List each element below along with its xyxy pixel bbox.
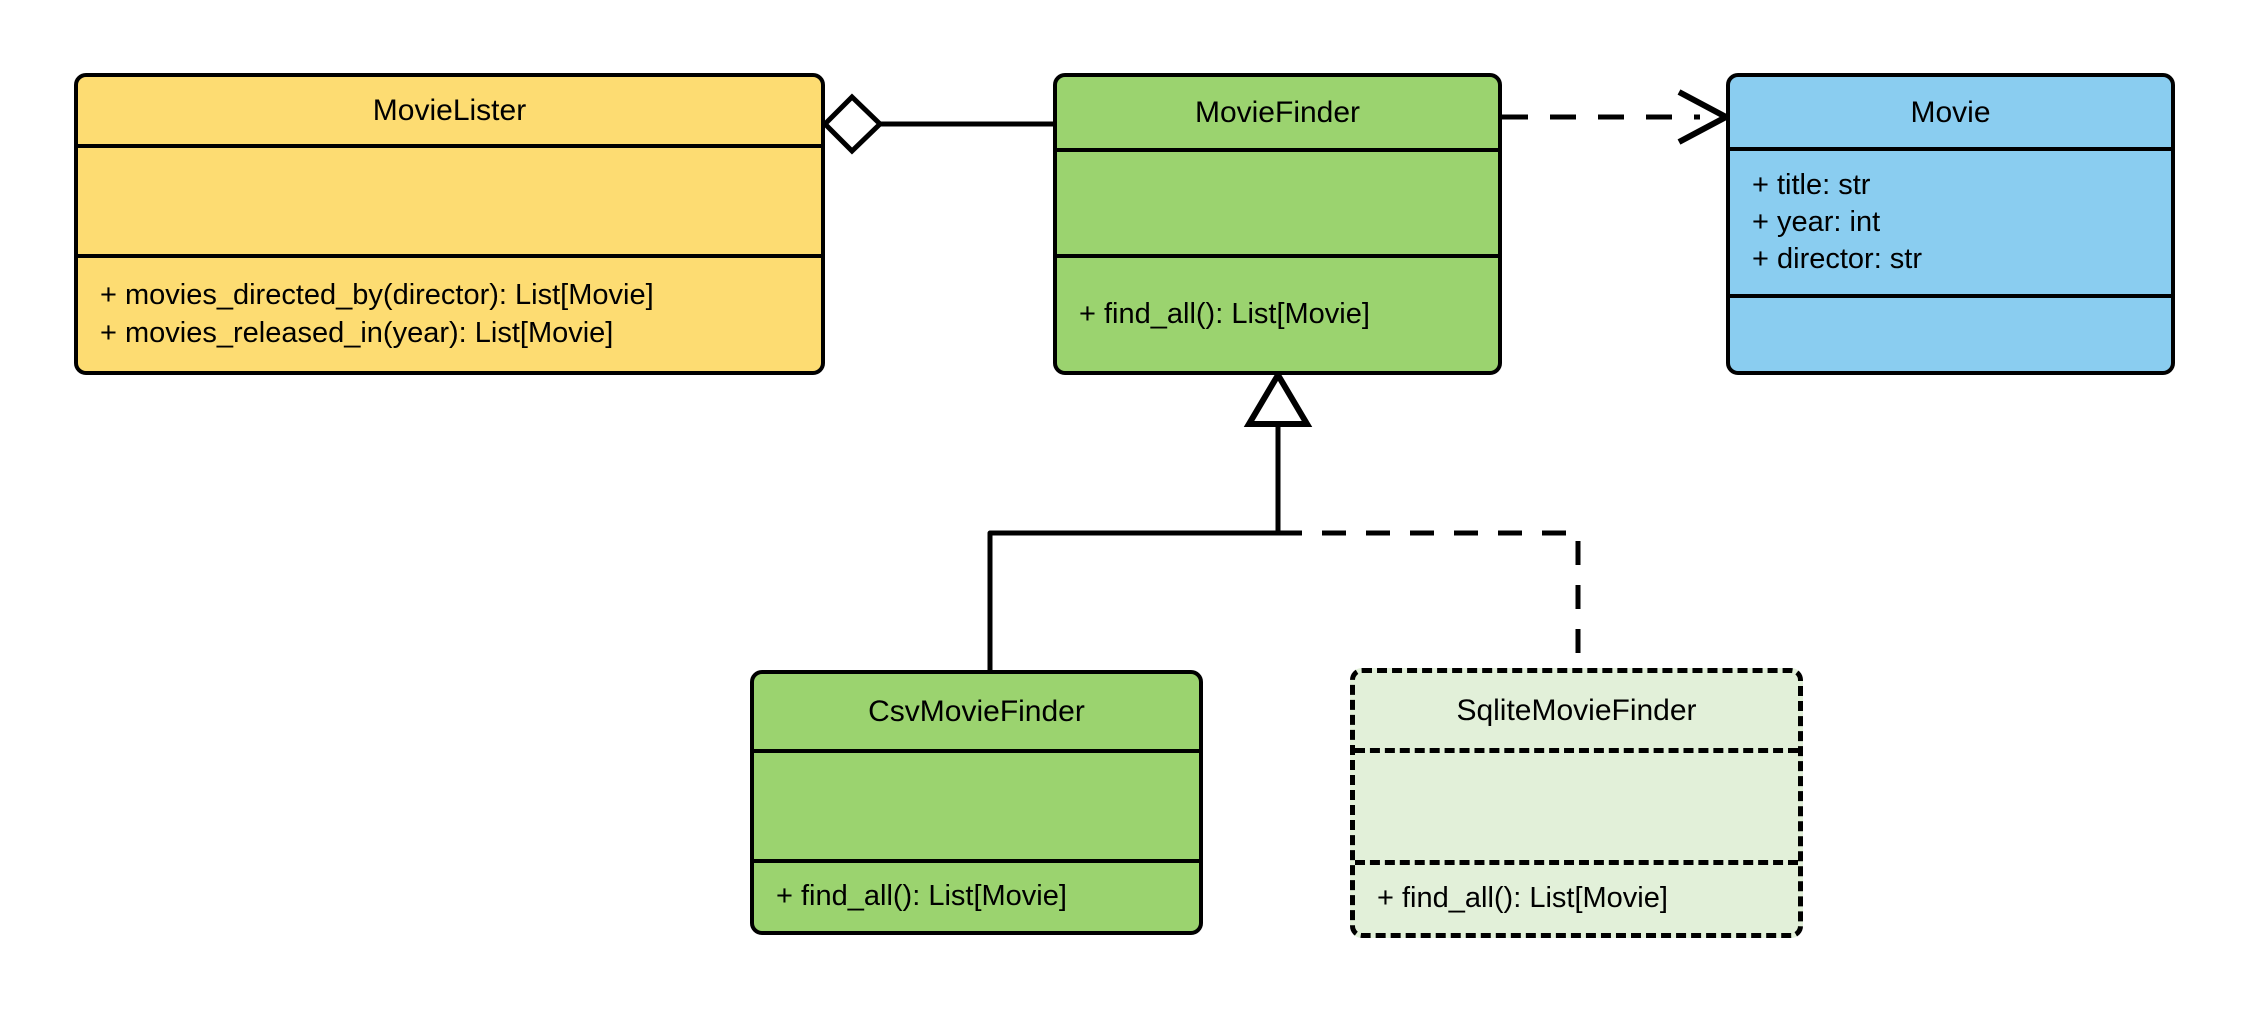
generalization-branch-sqlite bbox=[1278, 530, 1581, 668]
class-name-label: MovieLister bbox=[372, 94, 527, 127]
class-name-label: CsvMovieFinder bbox=[868, 695, 1085, 728]
open-arrow-marker bbox=[1677, 89, 1733, 145]
class-methods-compartment: + movies_directed_by(director): List[Mov… bbox=[78, 254, 821, 371]
uml-class-csv-movie-finder[interactable]: CsvMovieFinder + find_all(): List[Movie] bbox=[750, 670, 1203, 935]
class-methods-compartment bbox=[1730, 294, 2171, 371]
method-item: + find_all(): List[Movie] bbox=[776, 880, 1067, 913]
uml-class-movie-finder[interactable]: MovieFinder + find_all(): List[Movie] bbox=[1053, 73, 1502, 375]
class-attributes-compartment: + title: str + year: int + director: str bbox=[1730, 147, 2171, 294]
dependency-edge-finder-movie bbox=[1502, 89, 1733, 145]
generalization-edge-group bbox=[987, 369, 1581, 670]
uml-class-movie[interactable]: Movie + title: str + year: int + directo… bbox=[1726, 73, 2175, 375]
class-title-compartment: CsvMovieFinder bbox=[754, 674, 1199, 749]
method-item: + find_all(): List[Movie] bbox=[1377, 882, 1668, 915]
methods-list: + find_all(): List[Movie] bbox=[1057, 258, 1498, 371]
hollow-diamond-marker bbox=[821, 93, 884, 155]
class-methods-compartment: + find_all(): List[Movie] bbox=[754, 859, 1199, 931]
class-methods-compartment: + find_all(): List[Movie] bbox=[1057, 254, 1498, 371]
hollow-triangle-marker bbox=[1243, 369, 1313, 427]
methods-list: + movies_directed_by(director): List[Mov… bbox=[78, 258, 821, 371]
uml-class-sqlite-movie-finder[interactable]: SqliteMovieFinder + find_all(): List[Mov… bbox=[1350, 668, 1803, 938]
aggregation-edge-lister-finder bbox=[821, 93, 1053, 155]
methods-list: + find_all(): List[Movie] bbox=[1355, 865, 1798, 933]
class-name-label: MovieFinder bbox=[1194, 96, 1361, 129]
attribute-item: + director: str bbox=[1752, 243, 1923, 276]
class-title-compartment: MovieFinder bbox=[1057, 77, 1498, 148]
class-name-label: SqliteMovieFinder bbox=[1456, 694, 1697, 727]
class-attributes-compartment bbox=[78, 144, 821, 254]
class-title-compartment: SqliteMovieFinder bbox=[1355, 673, 1798, 748]
class-title-compartment: Movie bbox=[1730, 77, 2171, 147]
uml-class-movie-lister[interactable]: MovieLister + movies_directed_by(directo… bbox=[74, 73, 825, 375]
class-methods-compartment: + find_all(): List[Movie] bbox=[1355, 860, 1798, 933]
attribute-item: + title: str bbox=[1752, 168, 1871, 201]
method-item: + movies_directed_by(director): List[Mov… bbox=[100, 279, 654, 312]
class-attributes-compartment bbox=[1057, 148, 1498, 254]
generalization-branch-csv bbox=[987, 530, 1278, 670]
method-item: + movies_released_in(year): List[Movie] bbox=[100, 316, 614, 349]
attributes-list: + title: str + year: int + director: str bbox=[1730, 151, 2171, 294]
method-item: + find_all(): List[Movie] bbox=[1079, 297, 1370, 330]
attribute-item: + year: int bbox=[1752, 205, 1881, 238]
class-attributes-compartment bbox=[754, 749, 1199, 859]
class-title-compartment: MovieLister bbox=[78, 77, 821, 144]
class-name-label: Movie bbox=[1910, 95, 1991, 129]
class-attributes-compartment bbox=[1355, 748, 1798, 860]
methods-list: + find_all(): List[Movie] bbox=[754, 863, 1199, 931]
